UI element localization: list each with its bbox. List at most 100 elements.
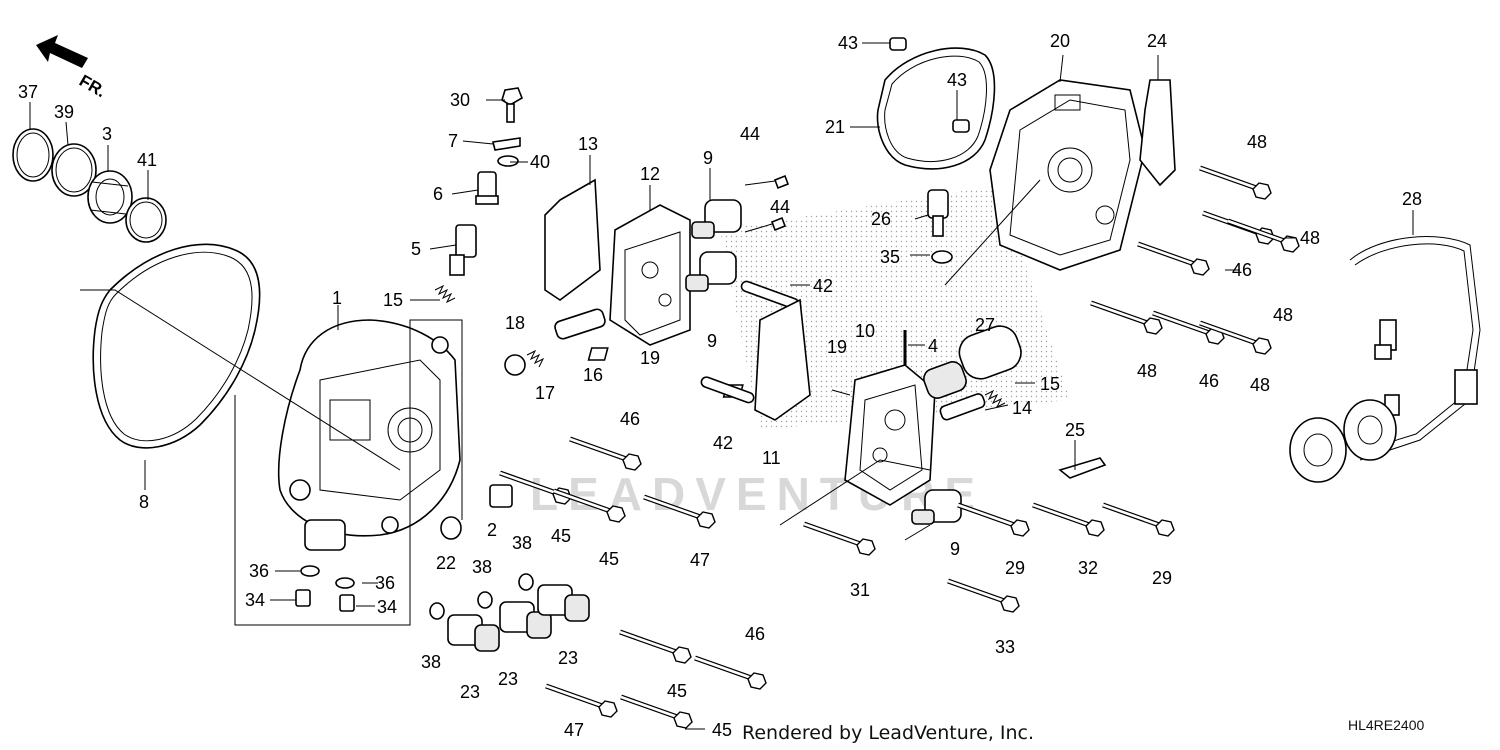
part-washer-36b	[335, 577, 355, 589]
part-bolt-45c	[620, 632, 691, 663]
part-solenoid-9b	[685, 251, 737, 292]
callout-23c: 23	[498, 669, 518, 689]
part-seal-22	[440, 516, 462, 540]
part-dowel-43a	[889, 37, 907, 51]
part-o-ring-38c	[518, 573, 534, 591]
callout-47b: 47	[564, 720, 584, 740]
callout-23b: 23	[460, 682, 480, 702]
part-bolt-46c	[1138, 244, 1209, 275]
callout-17: 17	[535, 383, 555, 403]
diagram-code: HL4RE2400	[1348, 717, 1424, 733]
callout-12: 12	[640, 164, 660, 184]
part-o-ring-41	[125, 197, 167, 243]
callout-46b: 46	[745, 624, 765, 644]
callout-labels: 37 39 3 41 8 1 30 7 40 6 5 15 13 12 9 44…	[18, 31, 1422, 740]
part-spring-15a	[434, 284, 456, 304]
callout-48d: 48	[1137, 361, 1157, 381]
part-gasket-8	[92, 243, 261, 449]
callout-48e: 48	[1250, 375, 1270, 395]
part-valve-body-10	[844, 364, 936, 506]
part-spring-15b	[984, 389, 1006, 409]
callout-45b: 45	[599, 549, 619, 569]
callout-38a: 38	[472, 557, 492, 577]
callout-45d: 45	[712, 720, 732, 740]
part-dowel-43b	[952, 119, 970, 133]
callout-42a: 42	[813, 276, 833, 296]
callout-9a: 9	[703, 148, 713, 168]
leader-lines	[29, 42, 1414, 730]
callout-2: 2	[487, 520, 497, 540]
callout-31: 31	[850, 580, 870, 600]
part-solenoid-9a	[691, 199, 742, 239]
callout-39: 39	[54, 102, 74, 122]
callout-26: 26	[871, 209, 891, 229]
callout-30: 30	[450, 90, 470, 110]
part-separator-plate-11	[754, 298, 811, 421]
part-o-ring-38b	[477, 591, 493, 609]
part-bolt-31	[804, 524, 875, 555]
part-bolt-44b	[770, 216, 787, 232]
part-washer-40	[497, 155, 519, 167]
callout-1: 1	[332, 288, 342, 308]
part-valve-body-12	[609, 204, 691, 346]
part-wire-harness-28	[1289, 236, 1481, 483]
callout-18: 18	[505, 313, 525, 333]
part-o-ring-35	[931, 250, 953, 264]
callout-35: 35	[880, 247, 900, 267]
part-washer-36a	[300, 565, 320, 577]
callout-43b: 43	[947, 70, 967, 90]
callout-4: 4	[928, 336, 938, 356]
part-pressure-switch-23b	[499, 601, 552, 639]
callout-21: 21	[825, 117, 845, 137]
part-bearing-3	[87, 170, 133, 224]
callout-38c: 38	[421, 652, 441, 672]
part-plug-34a	[295, 589, 311, 607]
callout-48c: 48	[1273, 305, 1293, 325]
callout-19b: 19	[827, 337, 847, 357]
callout-33: 33	[995, 637, 1015, 657]
callout-34b: 34	[377, 597, 397, 617]
part-pressure-switch-23a	[447, 614, 500, 652]
callout-16: 16	[583, 365, 603, 385]
part-filter-19a	[587, 347, 609, 361]
part-stay-24	[1139, 79, 1176, 187]
callout-40: 40	[530, 152, 550, 172]
callout-46a: 46	[620, 409, 640, 429]
callout-28: 28	[1402, 189, 1422, 209]
callout-19a: 19	[640, 348, 660, 368]
part-bolt-46b	[695, 658, 766, 689]
part-bolt-48d	[1091, 303, 1162, 334]
callout-9b: 9	[707, 331, 717, 351]
callout-46d: 46	[1199, 371, 1219, 391]
render-credit: Rendered by LeadVenture, Inc.	[742, 722, 1034, 744]
callout-29b: 29	[1152, 568, 1172, 588]
front-label: FR.	[76, 71, 109, 101]
callout-38b: 38	[512, 533, 532, 553]
part-valve-5	[449, 224, 477, 276]
part-dowel-2	[489, 484, 513, 508]
part-o-ring-38a	[429, 602, 445, 620]
part-solenoid-27	[923, 325, 1022, 399]
part-spool-16	[554, 308, 606, 340]
callout-9c: 9	[950, 539, 960, 559]
callout-23a: 23	[558, 648, 578, 668]
callout-48a: 48	[1247, 132, 1267, 152]
part-transmission-case-1	[277, 319, 461, 551]
part-plug-34b	[339, 594, 355, 612]
callout-32: 32	[1078, 558, 1098, 578]
part-seal-39	[51, 143, 97, 197]
callout-6: 6	[433, 184, 443, 204]
part-snap-ring-37	[12, 128, 54, 182]
callout-47a: 47	[690, 550, 710, 570]
callout-3: 3	[102, 124, 112, 144]
part-bolt-47b	[546, 686, 617, 717]
part-spool-14	[939, 393, 986, 421]
part-bolt-48a	[1200, 168, 1271, 199]
callout-42b: 42	[713, 433, 733, 453]
callout-36b: 36	[375, 573, 395, 593]
callout-22: 22	[436, 553, 456, 573]
part-plug-18	[504, 354, 526, 376]
part-bolt-29b	[1103, 505, 1174, 536]
part-bolt-32	[1033, 505, 1104, 536]
